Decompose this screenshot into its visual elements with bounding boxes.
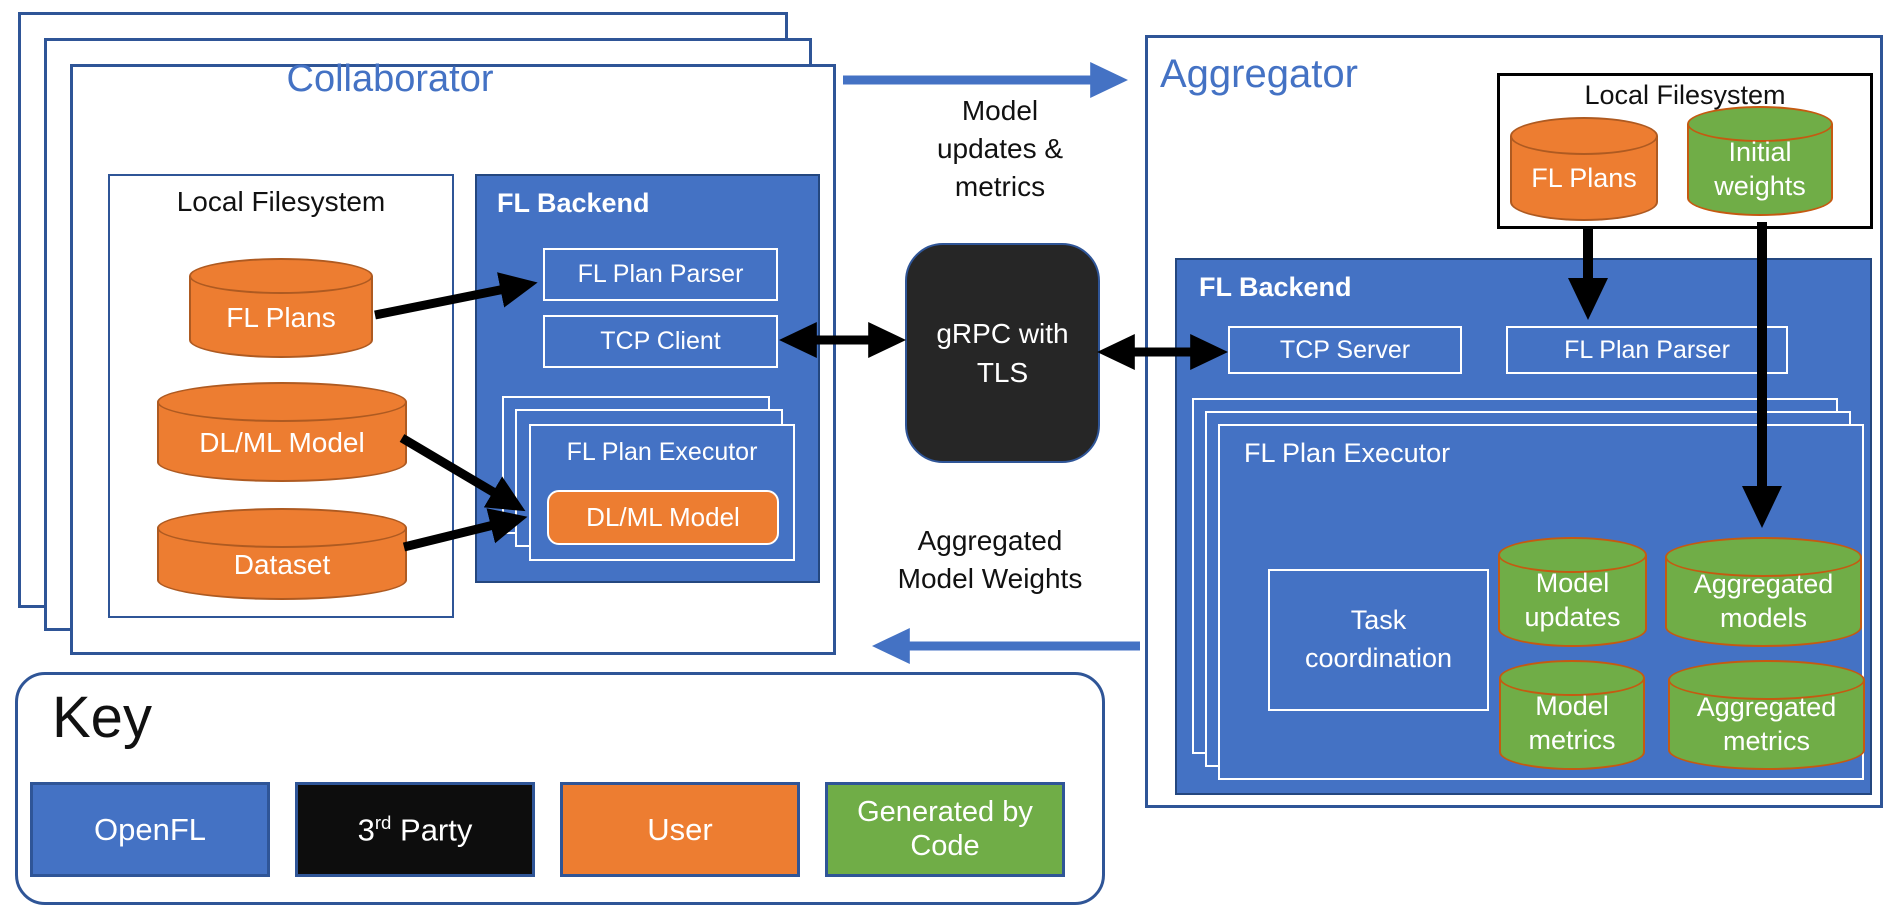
aggregator-fl-backend-title: FL Backend (1199, 272, 1352, 302)
key-item-openfl: OpenFL (30, 782, 270, 877)
key-item-openfl-label: OpenFL (93, 811, 206, 847)
aggregator-fl-plan-parser-box: FL Plan Parser (1506, 326, 1788, 374)
third-party-base: 3 (357, 811, 375, 847)
collaborator-fl-plan-parser-box: FL Plan Parser (543, 248, 778, 301)
key-item-generated-label: Generated by Code (857, 796, 1033, 862)
collaborator-dataset-cylinder: Dataset (157, 508, 407, 600)
collaborator-title: Collaborator (286, 58, 494, 100)
collaborator-tcp-client-label: TCP Client (600, 327, 721, 355)
aggregator-tcp-server-label: TCP Server (1279, 335, 1411, 364)
collaborator-fl-plans-label: FL Plans (226, 301, 336, 333)
aggregator-task-coordination-label: Task coordination (1304, 605, 1453, 673)
cylinder-top (1510, 117, 1658, 155)
key-item-user-label: User (647, 811, 713, 847)
collaborator-dlml-model-label: DL/ML Model (199, 426, 365, 458)
cylinder-top (189, 258, 373, 294)
aggregated-model-weights-label: Aggregated Model Weights (897, 525, 1083, 594)
aggregator-executor-title: FL Plan Executor (1244, 438, 1451, 468)
key-item-generated: Generated by Code (825, 782, 1065, 877)
cylinder-top (157, 382, 407, 422)
aggregator-aggregated-metrics-label: Aggregated metrics (1696, 692, 1837, 756)
aggregator-tcp-server-box: TCP Server (1228, 326, 1462, 374)
cylinder-top (1687, 106, 1833, 142)
aggregator-aggregated-models-label: Aggregated models (1693, 569, 1834, 633)
aggregator-fl-plan-parser-label: FL Plan Parser (1564, 335, 1730, 364)
cylinder-top (1499, 660, 1645, 696)
aggregator-initial-weights-cylinder: Initial weights (1687, 106, 1833, 216)
key-item-third-party: 3rd Party (295, 782, 535, 877)
collaborator-executor-box-front: FL Plan Executor DL/ML Model (529, 424, 795, 561)
cylinder-top (1665, 537, 1862, 577)
aggregator-aggregated-metrics-cylinder: Aggregated metrics (1668, 660, 1865, 770)
cylinder-top (157, 508, 407, 548)
cylinder-body (1499, 678, 1645, 770)
key-title: Key (52, 685, 152, 750)
aggregator-fl-plans-cylinder: FL Plans (1510, 117, 1658, 221)
third-party-sup: rd (374, 811, 392, 833)
collaborator-dataset-label: Dataset (233, 548, 331, 580)
cylinder-top (1668, 660, 1865, 700)
collaborator-fl-plan-parser-label: FL Plan Parser (577, 260, 744, 288)
grpc-tls-box: gRPC with TLS (905, 243, 1100, 463)
third-party-rest: Party (391, 811, 473, 847)
collaborator-tcp-client-box: TCP Client (543, 315, 778, 368)
cylinder-top (1498, 537, 1647, 573)
aggregator-model-metrics-label: Model metrics (1528, 691, 1616, 755)
aggregator-fl-plans-label: FL Plans (1531, 162, 1637, 193)
aggregator-model-updates-cylinder: Model updates (1498, 537, 1647, 647)
collaborator-dlml-model-cylinder: DL/ML Model (157, 382, 407, 482)
grpc-tls-label: gRPC with TLS (936, 317, 1069, 388)
aggregator-local-filesystem-title: Local Filesystem (1584, 80, 1786, 110)
aggregator-model-metrics-cylinder: Model metrics (1499, 660, 1645, 770)
collaborator-executor-title: FL Plan Executor (566, 438, 758, 466)
key-item-user: User (560, 782, 800, 877)
collaborator-executor-dlml-model-box: DL/ML Model (547, 490, 779, 545)
aggregator-aggregated-models-cylinder: Aggregated models (1665, 537, 1862, 647)
aggregator-task-coordination-box: Task coordination (1268, 569, 1489, 711)
collaborator-fl-plans-cylinder: FL Plans (189, 258, 373, 358)
collaborator-fl-backend-title: FL Backend (497, 188, 650, 218)
collaborator-local-filesystem-title: Local Filesystem (176, 186, 386, 217)
aggregator-initial-weights-label: Initial weights (1714, 137, 1806, 201)
model-updates-metrics-label: Model updates & metrics (936, 95, 1064, 202)
key-item-third-party-label: 3rd Party (358, 812, 473, 848)
aggregator-title: Aggregator (1160, 52, 1358, 96)
collaborator-executor-dlml-model-label: DL/ML Model (586, 502, 740, 532)
collaborator-fl-backend: FL Backend FL Plan Parser TCP Client FL … (475, 174, 820, 583)
aggregator-model-updates-label: Model updates (1524, 568, 1621, 632)
